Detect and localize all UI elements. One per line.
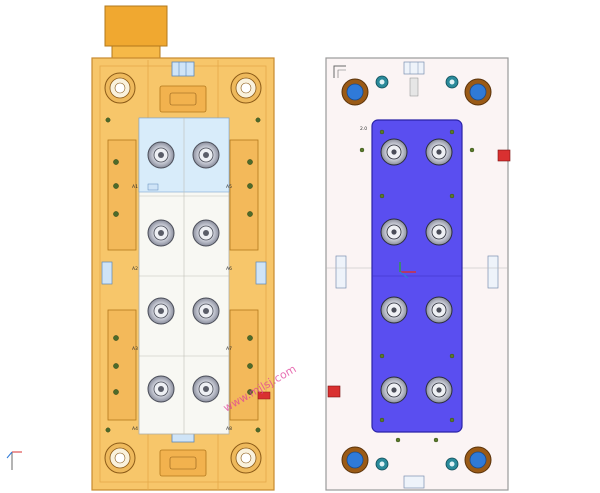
- insert-label-a1: A1: [132, 184, 138, 190]
- core-cavity: [147, 375, 175, 403]
- insert-label-a7: A7: [226, 346, 232, 352]
- guide-bushing-top-left: [104, 72, 136, 104]
- cavity-pins: [359, 129, 475, 443]
- coordinate-triad-icon: [6, 451, 22, 470]
- core-cavity: [192, 297, 220, 325]
- insert-label-a5: A5: [226, 184, 232, 190]
- water-nozzle-left: [327, 385, 341, 398]
- insert-label-a8: A8: [226, 426, 232, 432]
- insert-label-a2: A2: [132, 266, 138, 272]
- core-cavity: [147, 297, 175, 325]
- core-cavity: [192, 219, 220, 247]
- plate-holes: [105, 117, 261, 433]
- guide-pin-bottom-left: [341, 446, 369, 474]
- guide-bushing-bottom-right: [230, 442, 262, 474]
- cavity: [425, 138, 453, 166]
- guide-pin-bottom-right: [464, 446, 492, 474]
- water-nozzle-right: [497, 149, 511, 162]
- fixed-half: 2.0: [325, 57, 511, 491]
- core-cavity: [192, 375, 220, 403]
- cavity: [380, 296, 408, 324]
- insert-label-a3: A3: [132, 346, 138, 352]
- cavity: [380, 376, 408, 404]
- moving-half: A1 A2 A3 A4 A5 A6 A7 A8: [91, 5, 275, 491]
- guide-pin-top-left: [341, 78, 369, 106]
- core-cavity: [192, 141, 220, 169]
- cavity: [380, 138, 408, 166]
- core-cavity: [147, 219, 175, 247]
- guide-pin-top-right: [464, 78, 492, 106]
- guide-bushing-bottom-left: [104, 442, 136, 474]
- cavity: [425, 296, 453, 324]
- corner-label: 2.0: [360, 126, 367, 132]
- insert-label-a4: A4: [132, 426, 138, 432]
- cavity: [425, 218, 453, 246]
- core-cavity: [147, 141, 175, 169]
- lifting-handle: [104, 5, 168, 47]
- guide-bushing-top-right: [230, 72, 262, 104]
- cavity: [380, 218, 408, 246]
- cavity: [425, 376, 453, 404]
- insert-label-a6: A6: [226, 266, 232, 272]
- coordinate-triad-icon: [399, 262, 416, 279]
